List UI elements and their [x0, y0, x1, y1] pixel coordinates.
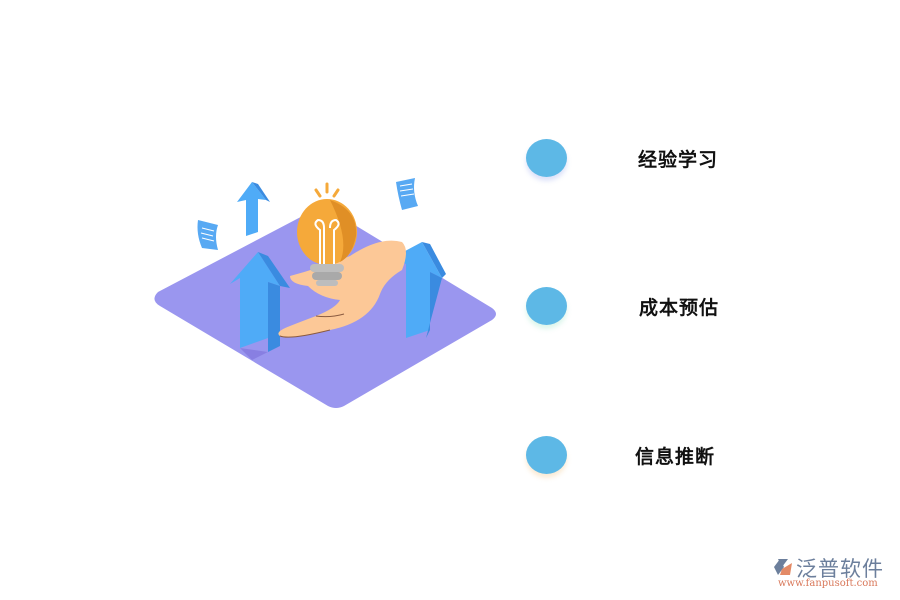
arrow-up-right-icon	[392, 242, 446, 338]
bullet-circle-icon	[526, 436, 567, 474]
feature-item-info-inference: 信息推断	[526, 436, 766, 480]
feature-label: 成本预估	[639, 297, 720, 319]
bullet-circle-icon	[526, 287, 567, 325]
brand-logo: 泛普软件 www.fanpusoft.com	[770, 553, 895, 595]
feature-item-experience-learning: 经验学习	[526, 139, 766, 183]
arrow-up-icon	[230, 252, 290, 360]
fanpu-logo-icon	[774, 559, 792, 575]
feature-label: 信息推断	[635, 446, 716, 468]
document-icon	[197, 220, 218, 250]
hand-illustration	[278, 240, 406, 338]
bullet-circle-icon	[526, 139, 567, 177]
lightbulb-icon	[297, 182, 357, 286]
platform-shape	[154, 207, 496, 408]
arrow-up-small-icon	[237, 182, 270, 236]
document-icon	[396, 178, 418, 210]
logo-title: 泛普软件	[796, 557, 884, 581]
logo-url: www.fanpusoft.com	[778, 578, 878, 589]
feature-label: 经验学习	[638, 149, 719, 171]
hero-illustration	[140, 170, 510, 420]
feature-item-cost-estimate: 成本预估	[526, 287, 766, 331]
